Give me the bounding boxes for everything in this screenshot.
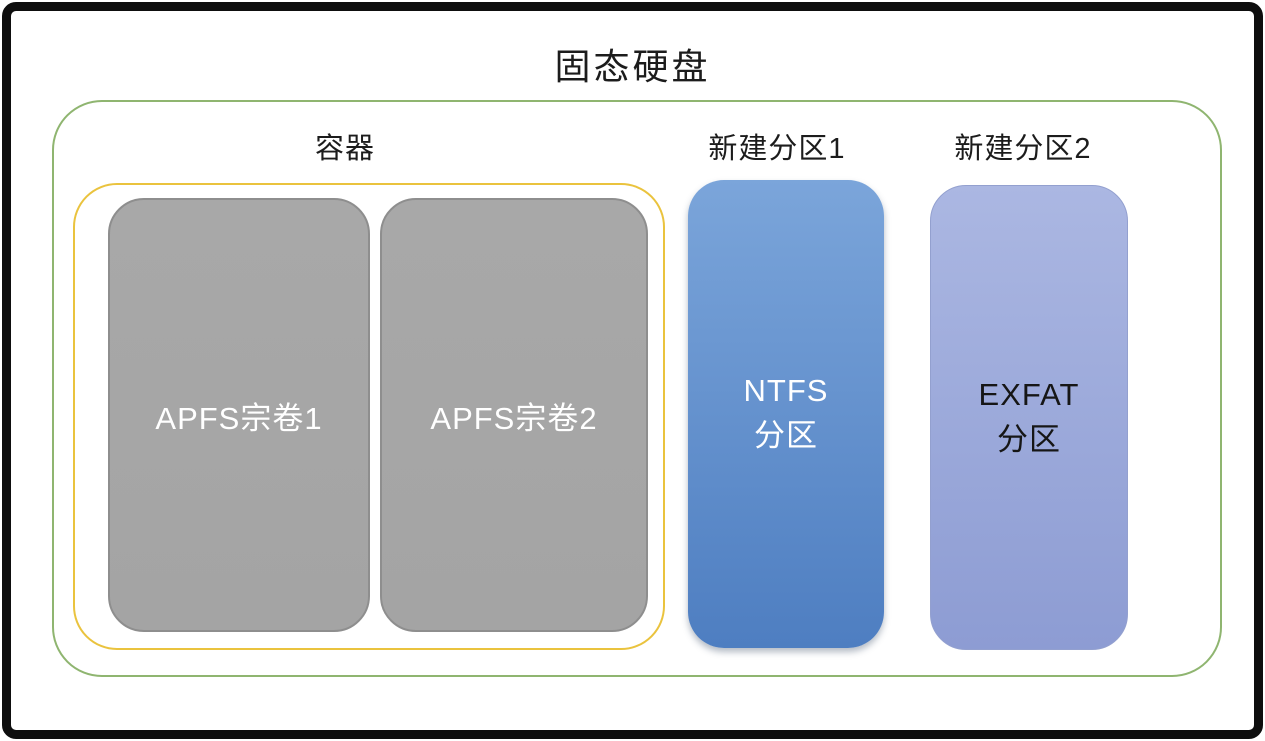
exfat-partition-text: EXFAT 分区 xyxy=(979,373,1080,463)
partition-1-label: 新建分区1 xyxy=(708,133,846,165)
apfs-volume-1-text: APFS宗卷1 xyxy=(155,400,323,436)
exfat-partition-line1: EXFAT xyxy=(978,376,1080,412)
exfat-partition-line2: 分区 xyxy=(997,421,1061,457)
apfs-volume-2: APFS宗卷2 xyxy=(380,198,648,632)
exfat-partition: EXFAT 分区 xyxy=(930,185,1128,650)
partition-2-label: 新建分区2 xyxy=(954,133,1092,165)
apfs-volume-1: APFS宗卷1 xyxy=(108,198,370,632)
ntfs-partition-text: NTFS 分区 xyxy=(744,369,829,459)
drive-title: 固态硬盘 xyxy=(554,46,711,87)
container-label: 容器 xyxy=(314,133,375,165)
ntfs-partition-line1: NTFS xyxy=(743,373,829,409)
apfs-volume-2-text: APFS宗卷2 xyxy=(430,400,598,436)
ntfs-partition-line2: 分区 xyxy=(754,418,818,453)
ntfs-partition: NTFS 分区 xyxy=(688,180,884,648)
